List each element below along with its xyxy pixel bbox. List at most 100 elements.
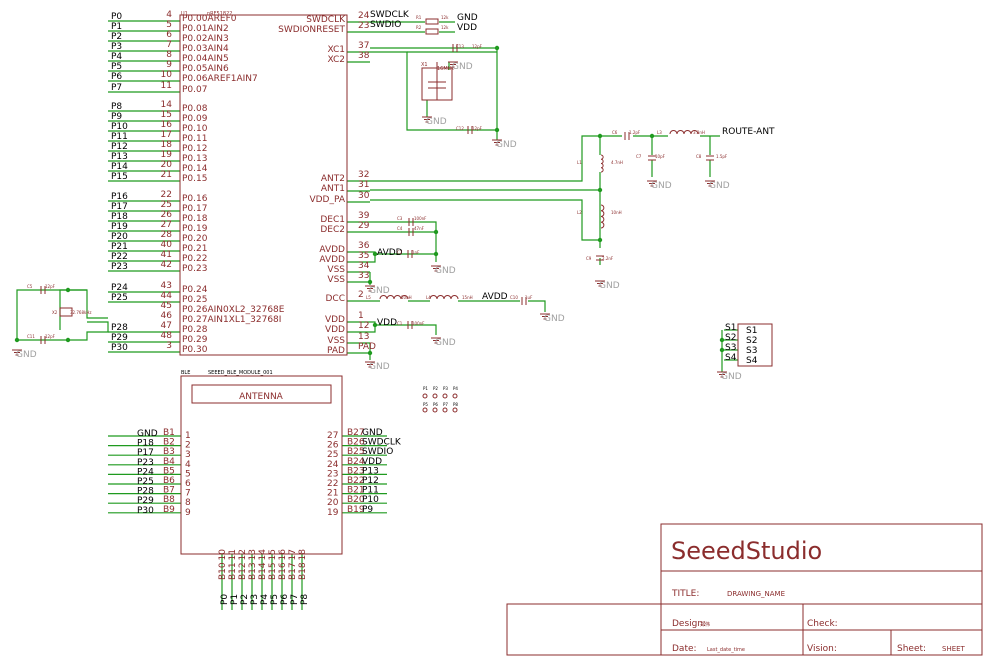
module-left-net: P28: [137, 487, 154, 497]
mcu-left-pin-name: P0.14: [182, 164, 208, 174]
c12-value: 12pF: [472, 126, 483, 131]
mcu-right-pin-number: 29: [358, 221, 370, 231]
mcu-left-pin-name: P0.11: [182, 134, 207, 144]
l2-inductor: [600, 204, 605, 229]
mcu-left-pin-number: 3: [166, 341, 172, 351]
component-symbols: [12, 14, 983, 656]
c4-ref: C4: [397, 226, 403, 231]
mcu-left-pin-name: P0.02AIN3: [182, 34, 229, 44]
mcu-left-net: P29: [111, 333, 128, 343]
ground-symbol: [365, 361, 375, 368]
dcdc-avdd-label: AVDD: [482, 292, 508, 302]
rf-ant2-wire: [370, 135, 720, 182]
module-left-pin: B4: [163, 457, 175, 467]
switch-right-label: S1: [746, 326, 757, 336]
resistor-value: 12k: [441, 25, 449, 30]
c1-ref: C1: [397, 321, 403, 326]
module-left-net: P18: [137, 439, 154, 449]
c10-value: 1uF: [525, 295, 533, 300]
module-left-pin: B2: [163, 438, 175, 448]
c5-value: 12pF: [45, 284, 56, 289]
module-bottom-net: P0: [220, 594, 230, 605]
mcu-left-pin-number: 18: [161, 140, 173, 150]
mcu-left-pin-number: 40: [161, 240, 173, 250]
module-right-pin: B26: [347, 438, 365, 448]
route-ant-label: ROUTE-ANT: [722, 127, 775, 137]
module-right-net: VDD: [362, 457, 382, 467]
mcu-left-pin-name: P0.20: [182, 234, 208, 244]
module-left-pin: B9: [163, 505, 175, 515]
test-pad-label: P8: [453, 402, 458, 407]
test-pad: [442, 407, 448, 413]
module-right-number: 19: [327, 508, 339, 518]
mcu-left-pin-number: 5: [166, 20, 172, 30]
mcu-left-net: P3: [111, 42, 122, 52]
module-right-pin: B22: [347, 476, 365, 486]
module-bottom-net: P6: [280, 594, 290, 605]
module-left-net: P24: [137, 467, 154, 477]
mcu-left-pin-name: P0.27AIN1XL1_32768I: [182, 315, 281, 325]
resistor-value: 12k: [441, 15, 449, 20]
module-left-net: P17: [137, 448, 154, 458]
title-value: DRAWING_NAME: [727, 590, 785, 598]
mcu-right-pin-name: VSS: [327, 336, 345, 346]
ground-symbol: [492, 139, 502, 146]
module-bottom-number: 11: [228, 549, 238, 560]
mcu-right-pin-number: 33: [358, 271, 369, 281]
mcu-left-net: P6: [111, 72, 122, 82]
mcu-right-pin-name: SWDCLK: [306, 15, 346, 25]
junction-dot: [372, 251, 378, 257]
module-bottom-number: 13: [248, 549, 258, 560]
mcu-right-pin-number: 32: [358, 170, 369, 180]
switch-right-label: S3: [746, 346, 757, 356]
mcu-left-net: P30: [111, 343, 128, 353]
module-right-net: P13: [362, 466, 379, 476]
switch-body: [737, 323, 773, 367]
mcu-left-pin-number: 41: [161, 250, 172, 260]
c7-value: 10pF: [655, 154, 666, 159]
x1-crystal-plates: [428, 62, 446, 100]
c8-capacitor: [706, 155, 714, 161]
l5-inductor: [379, 295, 409, 300]
c1-value: 100nF: [412, 321, 425, 326]
mcu-right-pin-number: 2: [358, 290, 364, 300]
l3-value: 3.3nH: [693, 130, 705, 135]
l4-value: 15nH: [462, 295, 473, 300]
mcu-right-pin-number: 39: [358, 211, 370, 221]
company-name: SeeedStudio: [671, 537, 822, 565]
test-pad-label: P1: [423, 386, 428, 391]
mcu-left-pin-name: P0.04AIN5: [182, 54, 229, 64]
x2-crystal-body: [59, 307, 73, 317]
c5-ref: C5: [27, 284, 33, 289]
module-bottom-net: P1: [230, 594, 240, 605]
c4-capacitor: [408, 228, 414, 236]
l3-ref: L3: [657, 130, 662, 135]
x1-value: 16MHz: [437, 66, 454, 72]
rf-vddpa-wire: [370, 199, 600, 241]
l5-value: 10uH: [401, 295, 412, 300]
mcu-left-pin-name: P0.25: [182, 295, 207, 305]
dec-wire: [370, 221, 437, 262]
module-right-net: P9: [362, 505, 373, 515]
test-pad-label: P7: [443, 402, 448, 407]
c6-ref: C6: [612, 130, 618, 135]
l1-value: 4.7nH: [611, 160, 623, 165]
mcu-left-pin-number: 9: [166, 60, 172, 70]
module-bottom-pin: B10: [218, 562, 228, 580]
xtal32-wire: [16, 289, 109, 341]
mcu-left-pin-name: P0.00AREF0: [182, 14, 237, 24]
mcu-left-net: P7: [111, 83, 122, 93]
resistor-ref: R1: [416, 15, 422, 20]
mcu-right-pin-name: DCC: [326, 294, 346, 304]
switch-right-label: S2: [746, 336, 757, 346]
module-left-pin: B5: [163, 466, 175, 476]
x1-ref: X1: [421, 62, 428, 68]
module-right-net: P12: [362, 476, 379, 486]
test-pad-label: P5: [423, 402, 428, 407]
c3-value: 100nF: [414, 216, 427, 221]
swd-net-label: SWDIO: [370, 20, 401, 30]
l1-ref: L1: [577, 160, 582, 165]
junction-dot: [597, 237, 603, 243]
ground-symbol: [647, 180, 657, 187]
